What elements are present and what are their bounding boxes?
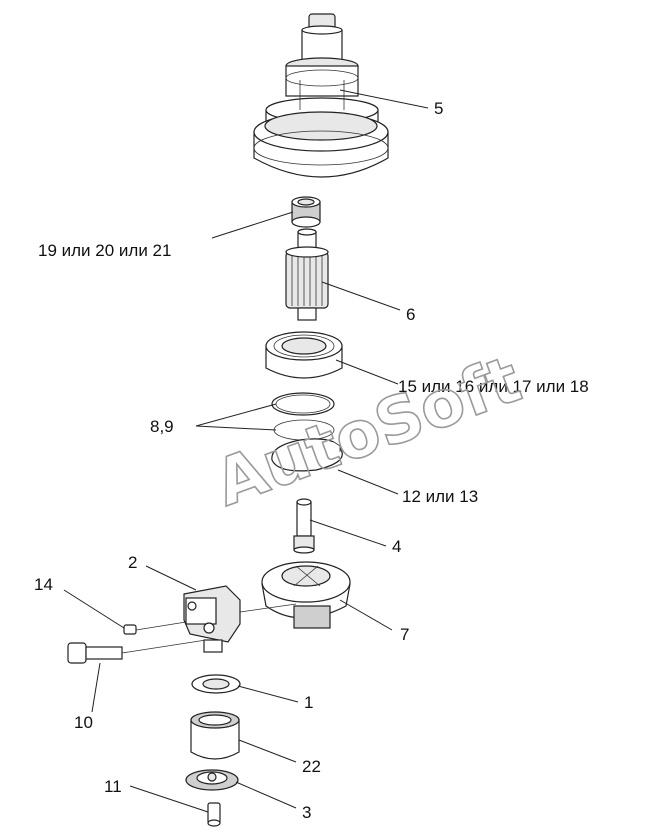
label-4: 4 [392,537,401,556]
part-14-screw [123,621,187,635]
part-19-bushing [291,196,321,228]
label-1: 1 [304,693,313,712]
axis-line-2-7 [239,603,297,613]
part-6-pinion [285,228,329,321]
label-19: 19 или 20 или 21 [38,241,171,260]
label-3: 3 [302,803,311,822]
label-6: 6 [406,305,415,324]
part-22-bushing [190,711,240,760]
part-11-screw [207,802,221,827]
label-14: 14 [34,575,53,594]
label-22: 22 [302,757,321,776]
label-8-9: 8,9 [150,417,174,436]
label-7: 7 [400,625,409,644]
label-10: 10 [74,713,93,732]
part-4-bolt [293,498,315,554]
part-7-flange [261,561,351,629]
part-12-snap-ring [271,438,343,472]
part-8-9-rings [271,392,335,441]
part-1-washer [191,674,241,694]
label-2: 2 [128,553,137,572]
part-3-cap [185,769,239,791]
part-10-bolt [67,639,207,664]
part-5-housing [253,13,389,178]
watermark: AutoSoft [206,343,530,521]
part-2-t-block [183,585,241,653]
label-5: 5 [434,99,443,118]
label-15: 15 или 16 или 17 или 18 [398,377,589,396]
part-15-bearing [265,331,343,379]
label-11: 11 [104,777,122,796]
label-12: 12 или 13 [402,487,478,506]
leader-lines [63,89,429,813]
